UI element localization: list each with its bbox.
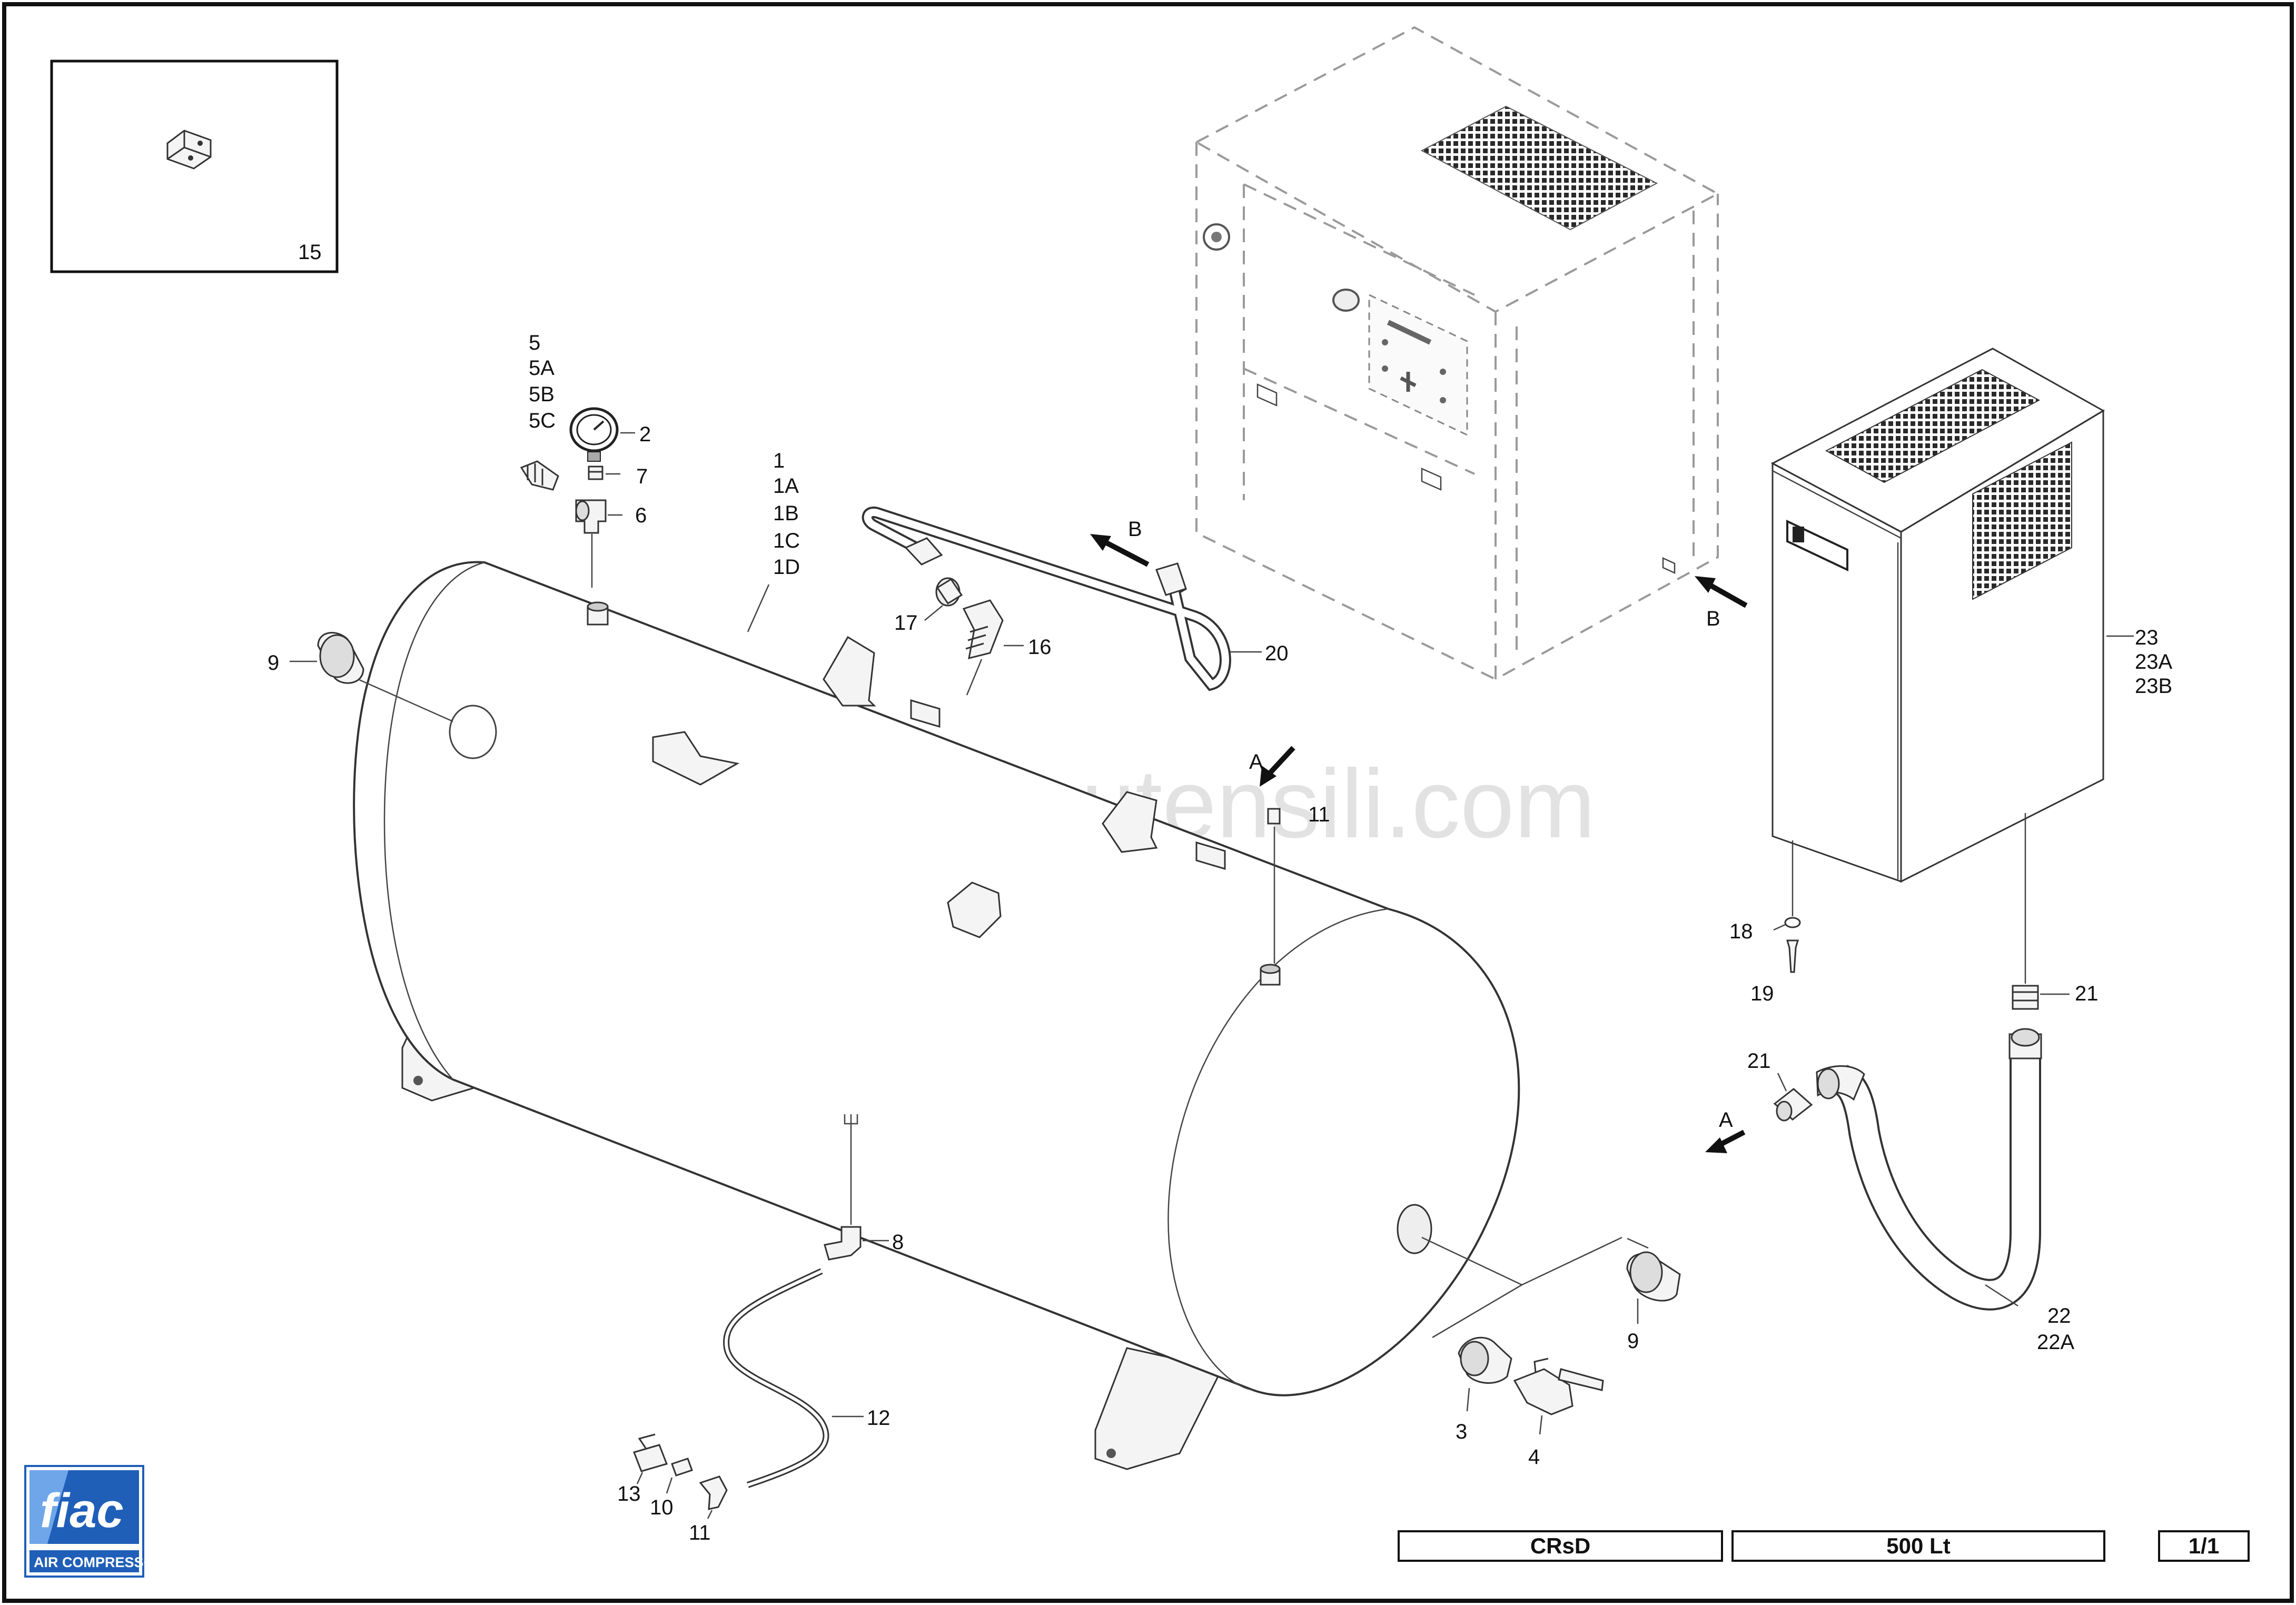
drain-hose-12-icon (723, 1268, 829, 1488)
svg-text:A: A (1249, 750, 1263, 774)
fitting-11-top-icon (1267, 808, 1281, 825)
callout-9-left: 9 (268, 651, 279, 675)
elbow-16-icon (962, 599, 1004, 660)
callout-3: 3 (1456, 1420, 1467, 1443)
title-block: CRsD 500 Lt 1/1 (1398, 1530, 2250, 1562)
callout-15: 15 (298, 241, 322, 264)
flow-arrow-b-right: B (1695, 576, 1748, 630)
callout-18: 18 (1729, 920, 1753, 943)
callout-9-right: 9 (1627, 1330, 1639, 1353)
nipple-10-icon (671, 1458, 693, 1477)
model-name: CRsD (1530, 1533, 1590, 1558)
fitting-17-icon (935, 577, 963, 607)
fitting-21-right-icon (2012, 985, 2039, 1010)
drain-valve-4-icon (1513, 1358, 1604, 1415)
callout-11-top: 11 (1308, 803, 1330, 826)
svg-text:A: A (1719, 1108, 1733, 1132)
dryer-switch-icon (1786, 519, 1848, 572)
fitting-21-left-icon (1773, 1088, 1813, 1122)
callout-21-left: 21 (1747, 1049, 1771, 1073)
callout-23a: 23A (2135, 650, 2172, 673)
capacity-cell (1731, 1530, 2105, 1562)
callout-5a: 5A (529, 356, 555, 380)
svg-text:AIR COMPRESSORS: AIR COMPRESSORS (34, 1554, 174, 1570)
pipe-20-icon (862, 506, 1231, 691)
callout-7: 7 (636, 465, 648, 488)
dryer-top-grille (1825, 369, 2041, 483)
control-panel-icon (1368, 293, 1468, 437)
callout-1b: 1B (773, 502, 799, 525)
callout-1c: 1C (773, 529, 800, 552)
callout-5: 5 (529, 331, 540, 354)
callout-23b: 23B (2135, 675, 2172, 698)
callout-1a: 1A (773, 474, 799, 498)
screw-19-icon (1786, 939, 1799, 973)
callout-1d: 1D (773, 556, 800, 579)
flow-arrow-a-bottom: A (1705, 1108, 1746, 1153)
emergency-stop-icon (1332, 289, 1360, 312)
callout-16: 16 (1028, 636, 1052, 659)
callout-20: 20 (1265, 642, 1289, 665)
flow-arrow-b-top: B (1090, 518, 1150, 567)
washer-18-icon (1784, 917, 1801, 928)
callout-5b: 5B (529, 383, 555, 406)
fitting-6-icon (575, 499, 607, 534)
callout-22a: 22A (2037, 1331, 2074, 1354)
callout-1: 1 (773, 449, 785, 472)
bracket-15-icon (166, 130, 212, 170)
callout-23: 23 (2135, 626, 2159, 649)
dryer-side-grille (1972, 441, 2072, 600)
callout-17: 17 (894, 611, 918, 635)
callout-2: 2 (639, 423, 651, 446)
callout-22: 22 (2047, 1304, 2071, 1327)
svg-text:fiac: fiac (40, 1484, 124, 1538)
ball-valve-13-icon (633, 1433, 668, 1472)
sheet-number: 1/1 (2189, 1533, 2219, 1558)
svg-text:B: B (1706, 607, 1720, 630)
fiac-logo: fiac AIR COMPRESSORS (24, 1465, 174, 1578)
plug-9-right-icon (1626, 1251, 1681, 1302)
callout-13: 13 (617, 1482, 641, 1505)
nipple-3-icon (1458, 1336, 1512, 1384)
nipple-7-icon (588, 465, 603, 480)
callout-21-right: 21 (2075, 982, 2099, 1005)
sheet-cell (2158, 1530, 2250, 1562)
callout-19: 19 (1750, 982, 1774, 1005)
plug-9-left-icon (317, 632, 364, 684)
callout-8: 8 (892, 1231, 904, 1254)
model-cell (1398, 1530, 1723, 1562)
tank-capacity: 500 Lt (1886, 1533, 1950, 1558)
callout-6: 6 (635, 504, 647, 527)
callout-10: 10 (650, 1496, 674, 1519)
callout-12: 12 (867, 1406, 890, 1430)
callout-11-bottom: 11 (689, 1521, 711, 1544)
dryer-unit (1770, 348, 2105, 883)
compressor-cabinet (1194, 26, 1720, 681)
flow-arrow-a-top: A (1249, 746, 1295, 787)
top-vent-grille (1420, 105, 1658, 231)
elbow-11-bottom-icon (699, 1475, 728, 1510)
inset-box: 15 (50, 60, 339, 273)
callout-4: 4 (1528, 1445, 1540, 1469)
pressure-gauge-2-icon (569, 407, 619, 462)
elbow-8-icon (824, 1226, 862, 1261)
hose-22-icon (1816, 1028, 2042, 1311)
air-tank (353, 561, 1520, 1470)
callout-5c: 5C (529, 409, 556, 432)
safety-valve-5-icon (520, 460, 559, 491)
svg-text:B: B (1128, 518, 1142, 541)
